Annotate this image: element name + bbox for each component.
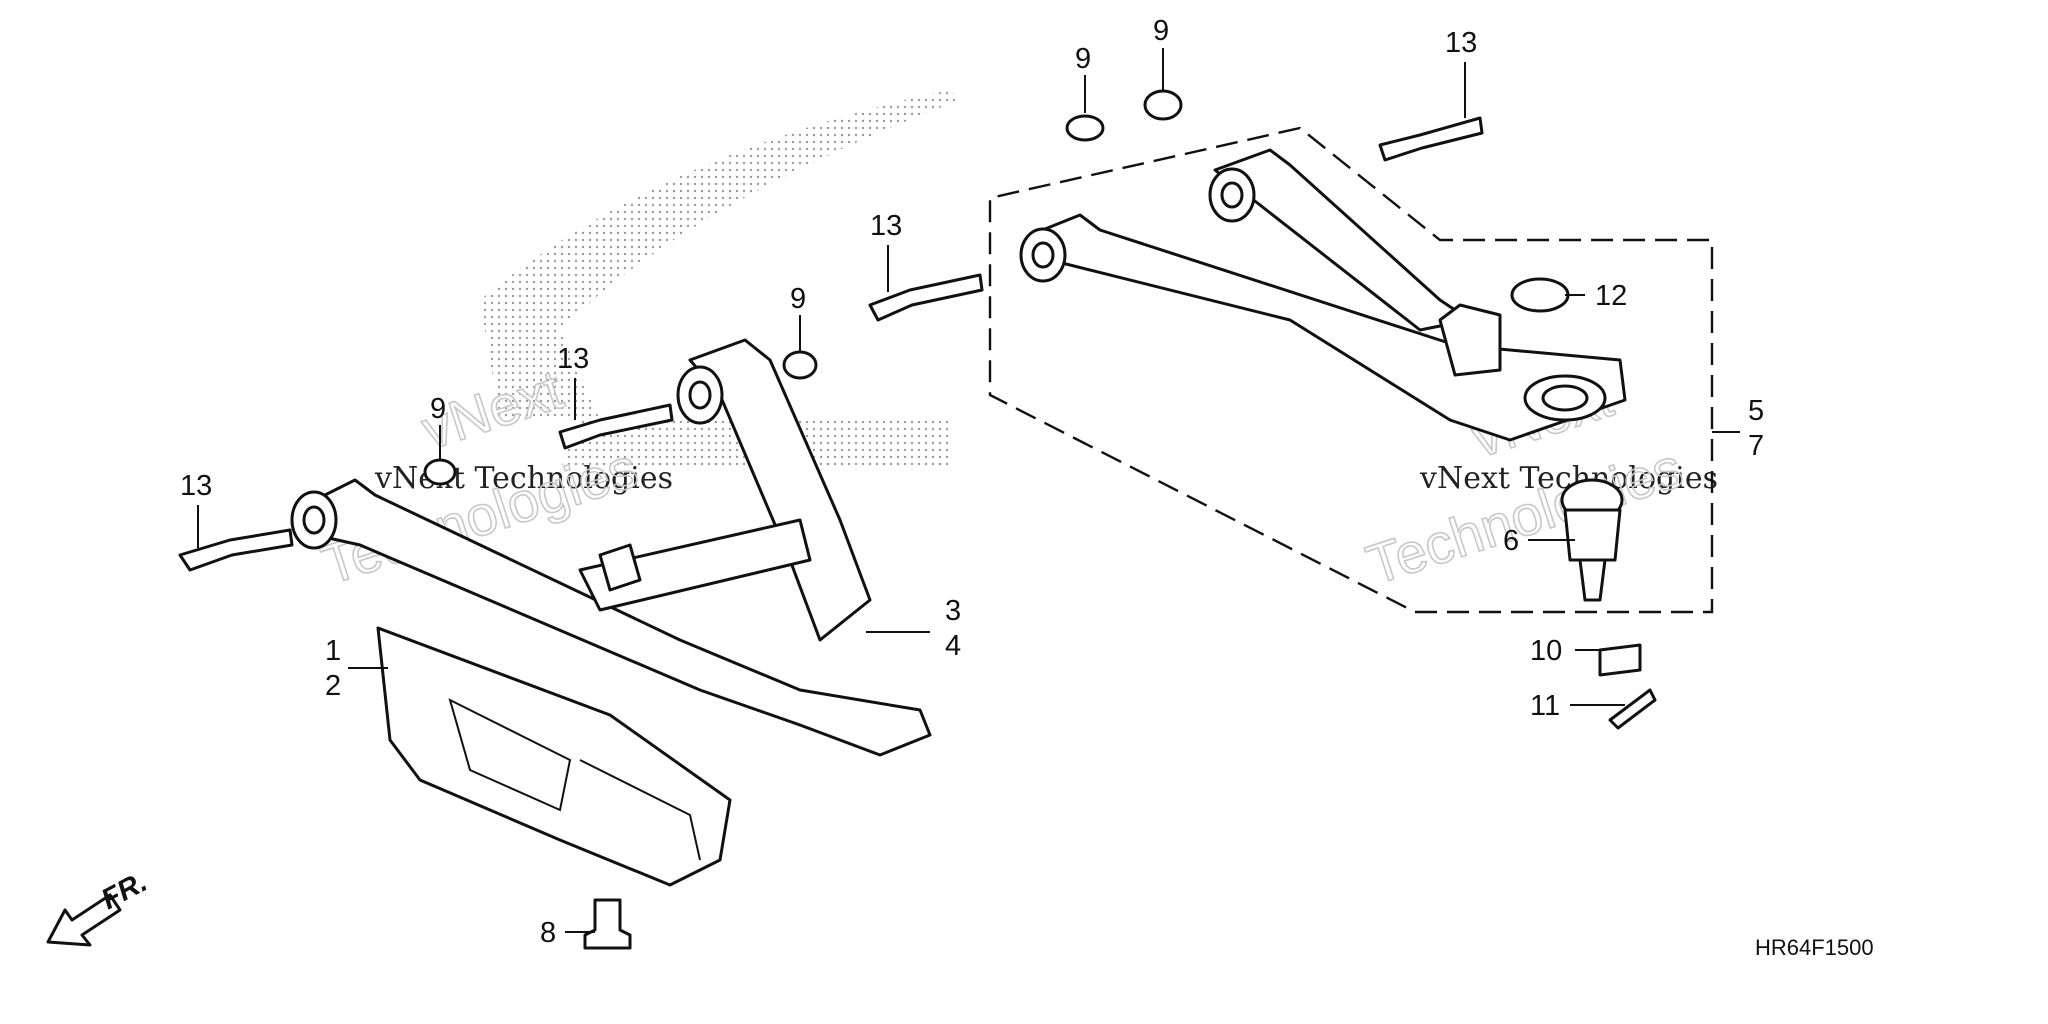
assembly-boundary bbox=[988, 126, 1714, 614]
callout-4: 4 bbox=[945, 630, 961, 662]
callout-13: 13 bbox=[1445, 27, 1477, 59]
callout-1: 1 bbox=[325, 635, 341, 667]
cotter-pin bbox=[1608, 688, 1657, 730]
callout-2: 2 bbox=[325, 670, 341, 702]
skid-plate bbox=[376, 626, 732, 887]
bolt-8 bbox=[583, 898, 632, 950]
callout-3: 3 bbox=[945, 595, 961, 627]
callout-7: 7 bbox=[1748, 430, 1764, 462]
upper-arm bbox=[1019, 148, 1627, 442]
callout-13: 13 bbox=[557, 343, 589, 375]
callout-13: 13 bbox=[870, 210, 902, 242]
callout-9: 9 bbox=[1075, 43, 1091, 75]
lower-arm bbox=[290, 338, 932, 757]
watermark-text: vNext Technologies bbox=[374, 461, 673, 496]
callout-10: 10 bbox=[1530, 635, 1562, 667]
front-direction-arrow: FR. bbox=[46, 866, 153, 947]
callout-5: 5 bbox=[1748, 395, 1764, 427]
circlip bbox=[1510, 277, 1570, 313]
callout-9: 9 bbox=[1153, 15, 1169, 47]
callout-9: 9 bbox=[790, 283, 806, 315]
callout-8: 8 bbox=[540, 917, 556, 949]
callout-12: 12 bbox=[1595, 280, 1627, 312]
callout-11: 11 bbox=[1530, 690, 1560, 722]
ball-joint bbox=[1560, 478, 1624, 602]
nut-9 bbox=[423, 89, 1183, 486]
callout-6: 6 bbox=[1503, 525, 1519, 557]
callout-9: 9 bbox=[430, 393, 446, 425]
diagram-code: HR64F1500 bbox=[1755, 935, 1874, 960]
watermark-text: Technologies bbox=[1359, 435, 1689, 596]
callout-labels: 1 2 3 4 5 6 7 8 9 9 9 9 10 11 12 13 13 1… bbox=[180, 15, 1764, 949]
bolt-13 bbox=[178, 116, 1484, 572]
castle-nut bbox=[1598, 643, 1642, 677]
callout-13: 13 bbox=[180, 470, 212, 502]
leader-lines bbox=[197, 48, 1740, 933]
